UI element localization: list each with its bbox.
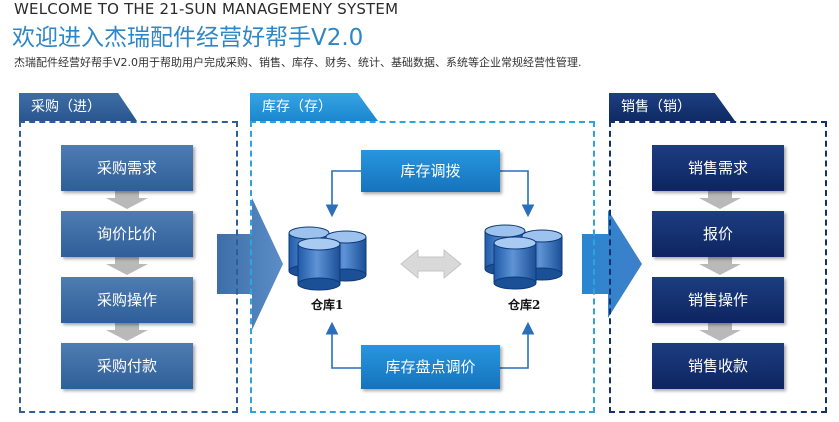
sales-step-operation[interactable]: 销售操作 xyxy=(652,277,784,323)
inventory-stocktake-box[interactable]: 库存盘点调价 xyxy=(361,345,500,389)
exchange-arrow xyxy=(400,248,462,280)
warehouse1-icon xyxy=(288,226,367,291)
sales-step-demand[interactable]: 销售需求 xyxy=(652,145,784,191)
inventory-transfer-box[interactable]: 库存调拨 xyxy=(361,150,500,192)
inventory-panel xyxy=(250,121,595,413)
purchase-step-inquiry[interactable]: 询价比价 xyxy=(61,211,193,257)
purchase-step-demand[interactable]: 采购需求 xyxy=(61,145,193,191)
purchase-step-chevrons xyxy=(106,191,148,341)
purchase-step-operation[interactable]: 采购操作 xyxy=(61,277,193,323)
warehouse1-label: 仓库1 xyxy=(311,298,344,312)
inventory-tab[interactable]: 库存（存） xyxy=(250,93,378,121)
purchase-panel xyxy=(19,121,238,413)
welcome-heading: WELCOME TO THE 21-SUN MANAGEMENY SYSTEM xyxy=(14,0,399,18)
sales-tab[interactable]: 销售（销） xyxy=(609,93,735,121)
sales-panel xyxy=(609,121,827,413)
sales-step-chevrons xyxy=(699,191,741,341)
page-title: 欢迎进入杰瑞配件经营好帮手V2.0 xyxy=(12,25,364,51)
warehouse2-label: 仓库2 xyxy=(508,298,541,312)
purchase-tab[interactable]: 采购（进） xyxy=(19,93,137,121)
sales-step-quote[interactable]: 报价 xyxy=(652,211,784,257)
purchase-step-payment[interactable]: 采购付款 xyxy=(61,343,193,389)
warehouse2-icon xyxy=(484,224,563,290)
sales-step-collection[interactable]: 销售收款 xyxy=(652,343,784,389)
big-arrow-right xyxy=(582,210,642,318)
page-description: 杰瑞配件经营好帮手V2.0用于帮助用户完成采购、销售、库存、财务、统计、基础数据… xyxy=(14,56,582,69)
